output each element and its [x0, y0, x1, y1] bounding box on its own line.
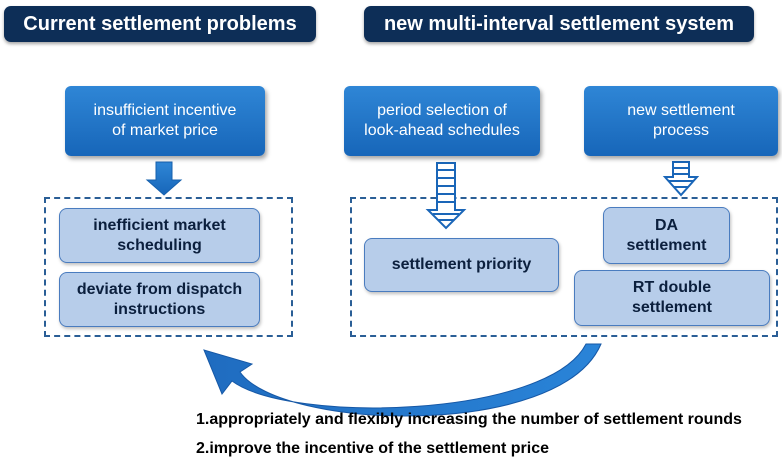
- rt-double-settlement: RT double settlement: [574, 270, 770, 326]
- cause-insufficient-incentive: insufficient incentive of market price: [65, 86, 265, 156]
- note-increase-rounds: 1.appropriately and flexibly increasing …: [196, 411, 742, 428]
- down-arrow-icon: [145, 161, 183, 196]
- note-improve-incentive: 2.improve the incentive of the settlemen…: [196, 440, 549, 457]
- problem-inefficient-scheduling: inefficient market scheduling: [59, 208, 260, 263]
- new-system-group: [350, 197, 778, 337]
- problem-deviate-dispatch: deviate from dispatch instructions: [59, 272, 260, 327]
- cause-period-selection: period selection of look-ahead schedules: [344, 86, 540, 156]
- down-arrow-hatched-icon: [425, 162, 467, 230]
- header-current-problems: Current settlement problems: [4, 6, 316, 42]
- current-problems-group: [44, 197, 293, 337]
- cause-new-settlement-process: new settlement process: [584, 86, 778, 156]
- settlement-priority: settlement priority: [364, 238, 559, 292]
- curved-return-arrow-icon: [203, 343, 602, 417]
- down-arrow-hatched-icon: [662, 161, 700, 197]
- da-settlement: DA settlement: [603, 207, 730, 264]
- header-new-system: new multi-interval settlement system: [364, 6, 754, 42]
